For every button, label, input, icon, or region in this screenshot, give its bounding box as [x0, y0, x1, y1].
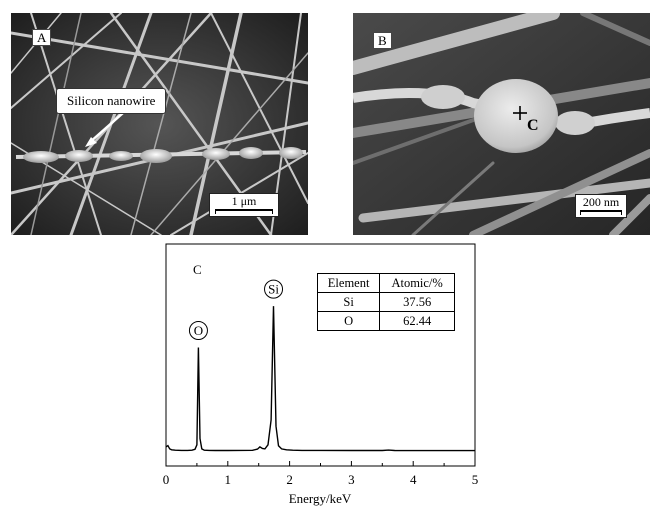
x-tick-label: 1 [225, 472, 232, 487]
table-header-cell: Element [316, 273, 381, 293]
scale-bar-a: 1 μm [209, 193, 279, 217]
nanowire-callout: Silicon nanowire [56, 88, 167, 114]
x-tick-label: 0 [163, 472, 170, 487]
x-tick-label: 5 [472, 472, 479, 487]
panel-c-label: C [193, 262, 202, 277]
x-axis-ticks [165, 461, 476, 466]
composition-table: Element Atomic/% Si 37.56 O 62.44 [316, 273, 455, 331]
peak-label-o: O [194, 323, 203, 338]
scale-bar-b-text: 200 nm [582, 195, 620, 209]
spectrum-line [165, 306, 475, 452]
peak-label-si: Si [268, 282, 279, 297]
sem-image-panel-a: A Silicon nanowire 1 μm [11, 13, 308, 235]
table-row: Si 37.56 [316, 292, 455, 312]
panel-a-label: A [32, 29, 52, 46]
x-axis-tick-labels: 0 1 2 3 4 5 [163, 472, 479, 487]
table-cell: Si [316, 292, 381, 312]
x-axis-label: Energy/keV [289, 491, 352, 506]
point-c-label: C [527, 117, 539, 134]
x-tick-label: 4 [410, 472, 417, 487]
x-tick-label: 2 [286, 472, 293, 487]
scale-bar-b-line [580, 210, 622, 215]
table-cell: 62.44 [379, 311, 455, 331]
panel-b-label: B [373, 32, 392, 49]
peak-labels: O Si [188, 279, 284, 340]
table-cell: 37.56 [379, 292, 455, 312]
scale-bar-a-text: 1 μm [231, 194, 257, 208]
sem-image-panel-b: B C 200 nm [353, 13, 650, 235]
table-header-cell: Atomic/% [379, 273, 455, 293]
scale-bar-b: 200 nm [575, 194, 627, 218]
x-tick-label: 3 [348, 472, 355, 487]
table-cell: O [316, 311, 381, 331]
table-row: O 62.44 [316, 311, 455, 331]
peak-label-circle [188, 321, 208, 340]
peak-label-circle [264, 279, 284, 299]
sem-image-a-graphic [11, 13, 308, 235]
table-header-row: Element Atomic/% [316, 273, 455, 293]
scale-bar-a-line [215, 209, 273, 214]
